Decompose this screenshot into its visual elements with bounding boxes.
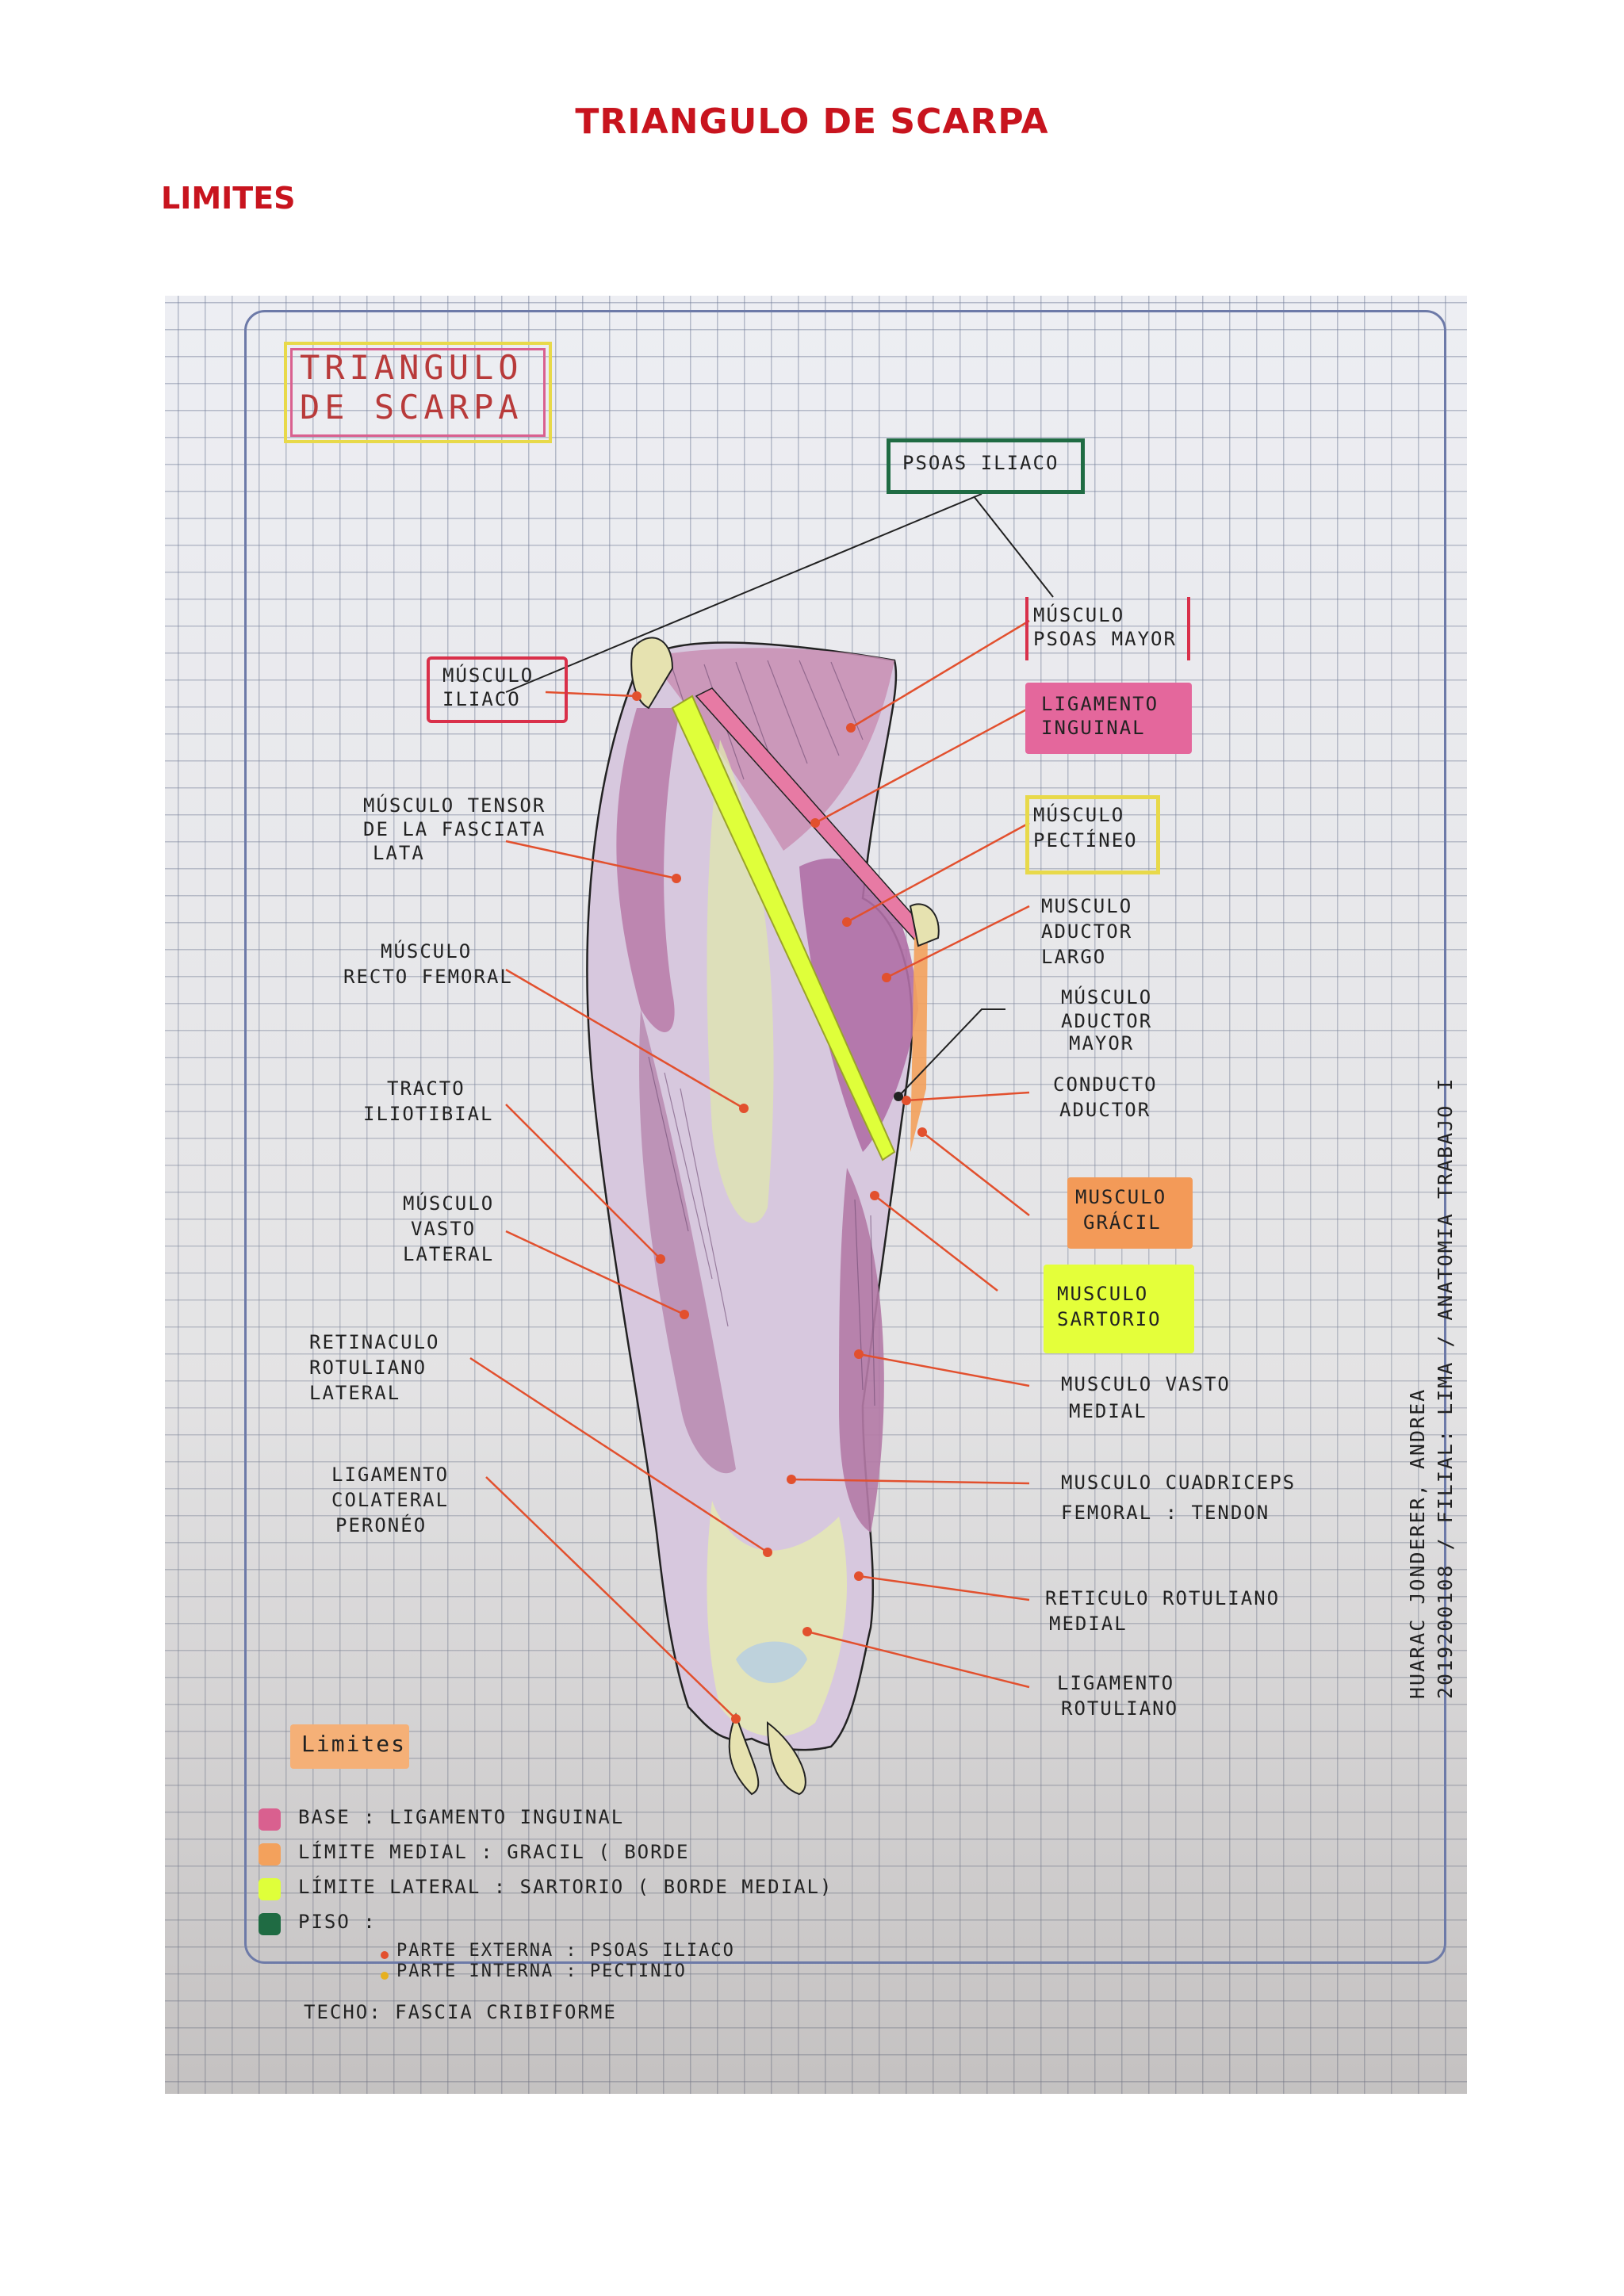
- sheet-title-inner: [290, 348, 546, 437]
- label-reticulo-1: RETICULO ROTULIANO: [1045, 1587, 1281, 1609]
- label-vasto-lat-1: MÚSCULO: [403, 1192, 495, 1215]
- legend-item-lateral: LÍMITE LATERAL : SARTORIO ( BORDE MEDIAL…: [298, 1876, 833, 1898]
- label-inguinal-2: INGUINAL: [1041, 717, 1146, 739]
- label-psoas-iliaco: PSOAS ILIACO: [902, 452, 1059, 474]
- psoas-mayor-box: [1025, 597, 1190, 660]
- label-lig-colateral-1: LIGAMENTO: [331, 1464, 450, 1486]
- legend-swatch-medial: [259, 1843, 281, 1866]
- legend-item-base: BASE : LIGAMENTO INGUINAL: [298, 1806, 625, 1828]
- label-reticulo-2: MEDIAL: [1049, 1613, 1128, 1635]
- label-retinaculo-1: RETINACULO: [309, 1331, 440, 1353]
- legend-subitem-externa: PARTE EXTERNA : PSOAS ILIACO: [396, 1941, 735, 1961]
- label-lig-rotuliano-2: ROTULIANO: [1061, 1697, 1179, 1720]
- legend-swatch-lateral: [259, 1878, 281, 1900]
- legend-subdot-interna: [381, 1972, 389, 1980]
- label-vasto-lat-2: VASTO: [411, 1218, 477, 1240]
- label-tracto-1: TRACTO: [387, 1077, 465, 1100]
- label-recto-2: RECTO FEMORAL: [343, 966, 513, 988]
- label-inguinal-1: LIGAMENTO: [1041, 693, 1159, 715]
- label-psoas-mayor-2: PSOAS MAYOR: [1033, 628, 1177, 650]
- label-aductor-largo-2: ADUCTOR: [1041, 920, 1133, 943]
- psoas-iliaco-box: [887, 438, 1085, 494]
- label-cuadriceps-1: MUSCULO CUADRICEPS: [1061, 1471, 1297, 1494]
- label-conducto-2: ADUCTOR: [1059, 1099, 1151, 1121]
- legend-heading-highlight: [290, 1724, 409, 1769]
- label-conducto-1: CONDUCTO: [1053, 1073, 1158, 1096]
- legend-subdot-externa: [381, 1951, 389, 1959]
- side-note-id: 2019200108 / FILIAL: LIMA / ANATOMIA TRA…: [1434, 1077, 1457, 1699]
- pectineo-box: [1025, 795, 1160, 874]
- legend-swatch-base: [259, 1808, 281, 1831]
- label-lig-rotuliano-1: LIGAMENTO: [1057, 1672, 1175, 1694]
- sheet-title-box: [284, 342, 552, 443]
- label-tracto-2: ILIOTIBIAL: [363, 1103, 494, 1125]
- side-note-name: HUARAC JONDERER, ANDREA: [1406, 1387, 1429, 1699]
- sheet-title-line1: TRIANGULO: [300, 348, 523, 387]
- label-tensor-1: MÚSCULO TENSOR: [363, 794, 546, 817]
- label-vasto-lat-3: LATERAL: [403, 1243, 495, 1265]
- label-tensor-2: DE LA FASCIATA: [363, 818, 546, 840]
- label-sartorio-2: SARTORIO: [1057, 1308, 1162, 1330]
- label-retinaculo-3: LATERAL: [309, 1382, 401, 1404]
- label-aductor-mayor-2: ADUCTOR: [1061, 1010, 1153, 1032]
- label-sartorio-1: MUSCULO: [1057, 1283, 1149, 1305]
- sheet-title-line2: DE SCARPA: [300, 388, 523, 427]
- legend-subitem-interna: PARTE INTERNA : PECTINIO: [396, 1961, 687, 1981]
- page-frame: [244, 310, 1446, 1964]
- label-aductor-mayor-3: MAYOR: [1069, 1032, 1135, 1054]
- label-vasto-med-2: MEDIAL: [1069, 1400, 1147, 1422]
- notebook-photo: TRIANGULO DE SCARPA: [165, 296, 1467, 2094]
- label-aductor-largo-1: MUSCULO: [1041, 895, 1133, 917]
- label-gracil-2: GRÁCIL: [1083, 1211, 1162, 1234]
- inguinal-highlight: [1025, 683, 1192, 754]
- iliaco-box: [427, 656, 568, 723]
- label-aductor-largo-3: LARGO: [1041, 946, 1107, 968]
- gracil-highlight: [1067, 1177, 1193, 1249]
- label-tensor-3: LATA: [373, 842, 425, 864]
- label-iliaco-2: ILIACO: [442, 688, 521, 710]
- label-pectineo-1: MÚSCULO: [1033, 804, 1125, 826]
- label-aductor-mayor-1: MÚSCULO: [1061, 986, 1153, 1008]
- label-recto-1: MÚSCULO: [381, 940, 473, 962]
- legend-item-piso: PISO :: [298, 1911, 377, 1933]
- legend-item-medial: LÍMITE MEDIAL : GRACIL ( BORDE: [298, 1841, 690, 1863]
- legend-swatch-piso: [259, 1913, 281, 1935]
- legend-techo: TECHO: FASCIA CRIBIFORME: [304, 2001, 617, 2023]
- sartorio-highlight: [1044, 1265, 1194, 1353]
- label-lig-colateral-3: PERONÉO: [335, 1514, 427, 1536]
- thigh-drawing: [469, 493, 1054, 1796]
- legend-heading: Limites: [301, 1731, 407, 1757]
- label-cuadriceps-2: FEMORAL : TENDON: [1061, 1502, 1270, 1524]
- label-psoas-mayor-1: MÚSCULO: [1033, 604, 1125, 626]
- label-vasto-med-1: MUSCULO VASTO: [1061, 1373, 1231, 1395]
- label-pectineo-2: PECTÍNEO: [1033, 829, 1138, 851]
- label-iliaco-1: MÚSCULO: [442, 664, 534, 687]
- label-gracil-1: MUSCULO: [1075, 1186, 1167, 1208]
- label-lig-colateral-2: COLATERAL: [331, 1489, 450, 1511]
- label-retinaculo-2: ROTULIANO: [309, 1357, 427, 1379]
- page-title: TRIANGULO DE SCARPA: [575, 101, 1049, 142]
- section-heading: LIMITES: [161, 181, 296, 216]
